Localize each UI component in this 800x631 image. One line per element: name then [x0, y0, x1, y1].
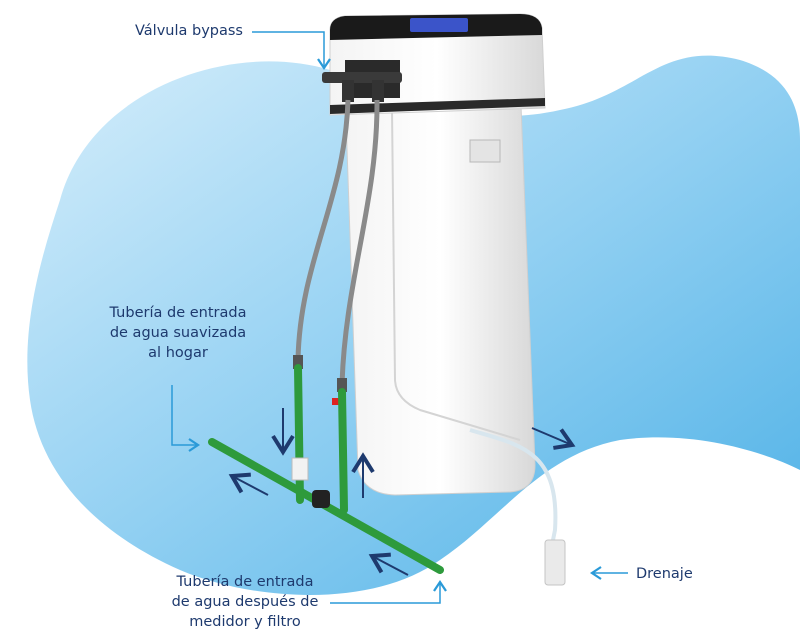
- main-inlet-leader-line: [330, 579, 447, 604]
- softened-inlet-label: Tubería de entrada de agua suavizada al …: [98, 303, 258, 363]
- softened-inlet-label-line: Tubería de entrada: [109, 305, 247, 321]
- flow-arrow-left: [228, 472, 269, 496]
- main-inlet-label-line: de agua después de: [171, 594, 319, 610]
- softened-inlet-leader-line: [171, 385, 201, 452]
- flow-arrows: [228, 408, 576, 576]
- main-inlet-label-line: Tubería de entrada: [176, 574, 314, 590]
- bypass-valve-label: Válvula bypass: [135, 23, 243, 39]
- main-inlet-label-line: medidor y filtro: [189, 614, 301, 630]
- softened-inlet-label-line: de agua suavizada: [109, 325, 247, 341]
- softened-hose: [295, 99, 351, 361]
- water-softener-unit: [322, 13, 546, 496]
- softened-inlet-label-line: al hogar: [148, 345, 208, 361]
- drain-cup: [544, 539, 566, 586]
- main-inlet-label: Tubería de entrada de agua después de me…: [165, 572, 325, 631]
- drain-tube: [469, 428, 558, 546]
- flow-arrow-main-in: [368, 552, 409, 576]
- flow-arrow-drain: [531, 427, 576, 450]
- drain-label: Drenaje: [636, 566, 693, 582]
- inlet-hose: [339, 99, 380, 386]
- bypass-leader-line: [252, 31, 331, 71]
